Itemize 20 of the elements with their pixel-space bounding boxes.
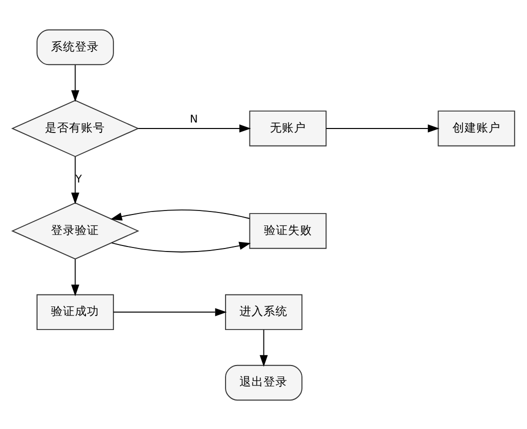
arrow [71, 64, 80, 102]
arrow [110, 208, 250, 220]
edge-label: Y [75, 172, 82, 185]
node-box: 无账户 [249, 110, 327, 146]
arrow [113, 308, 227, 316]
node-box: 退出登录 [225, 364, 302, 400]
edge-label: N [190, 112, 198, 125]
node-box: 创建账户 [438, 110, 516, 146]
arrow [260, 328, 268, 366]
arrow [71, 258, 80, 296]
node-box: 验证失败 [249, 212, 327, 248]
arrow [111, 241, 251, 252]
node-box: 进入系统 [225, 294, 302, 330]
node-diamond: 登录验证 [11, 202, 140, 260]
arrow [138, 124, 251, 132]
node-box: 系统登录 [36, 28, 114, 65]
arrow [71, 156, 80, 204]
node-box: 验证成功 [36, 294, 114, 330]
arrow [326, 124, 440, 132]
node-diamond: 是否有账号 [11, 99, 140, 157]
